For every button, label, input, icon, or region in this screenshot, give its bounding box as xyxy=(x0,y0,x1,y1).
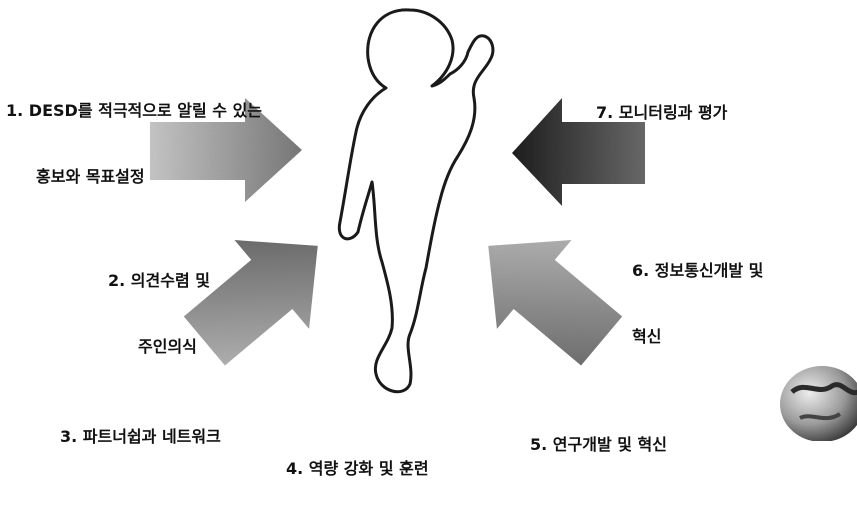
step-1-label: 1. DESD를 적극적으로 알릴 수 있는 홍보와 목표설정 xyxy=(6,101,263,186)
diagram-canvas xyxy=(150,8,857,442)
arrow-step-1 xyxy=(150,98,302,202)
arrow-step-5 xyxy=(488,239,623,366)
step-4-label: 4. 역량 강화 및 훈련 xyxy=(286,459,429,478)
step-3-label: 3. 파트너쉽과 네트워크 xyxy=(60,427,221,446)
step-2-label: 2. 의견수렴 및 주인의식 xyxy=(108,271,210,356)
arrow-step-2 xyxy=(183,239,318,366)
desd-diagram: 1. DESD를 적극적으로 알릴 수 있는 홍보와 목표설정 2. 의견수렴 … xyxy=(6,8,857,478)
arrow-step-7 xyxy=(512,98,645,206)
step-7-label: 7. 모니터링과 평가 xyxy=(596,103,728,122)
step-5-label: 5. 연구개발 및 혁신 xyxy=(530,435,667,454)
globe-icon xyxy=(780,366,857,442)
thumbs-up-person-silhouette-icon xyxy=(337,8,495,394)
step-6-label: 6. 정보통신개발 및 혁신 xyxy=(632,261,764,346)
